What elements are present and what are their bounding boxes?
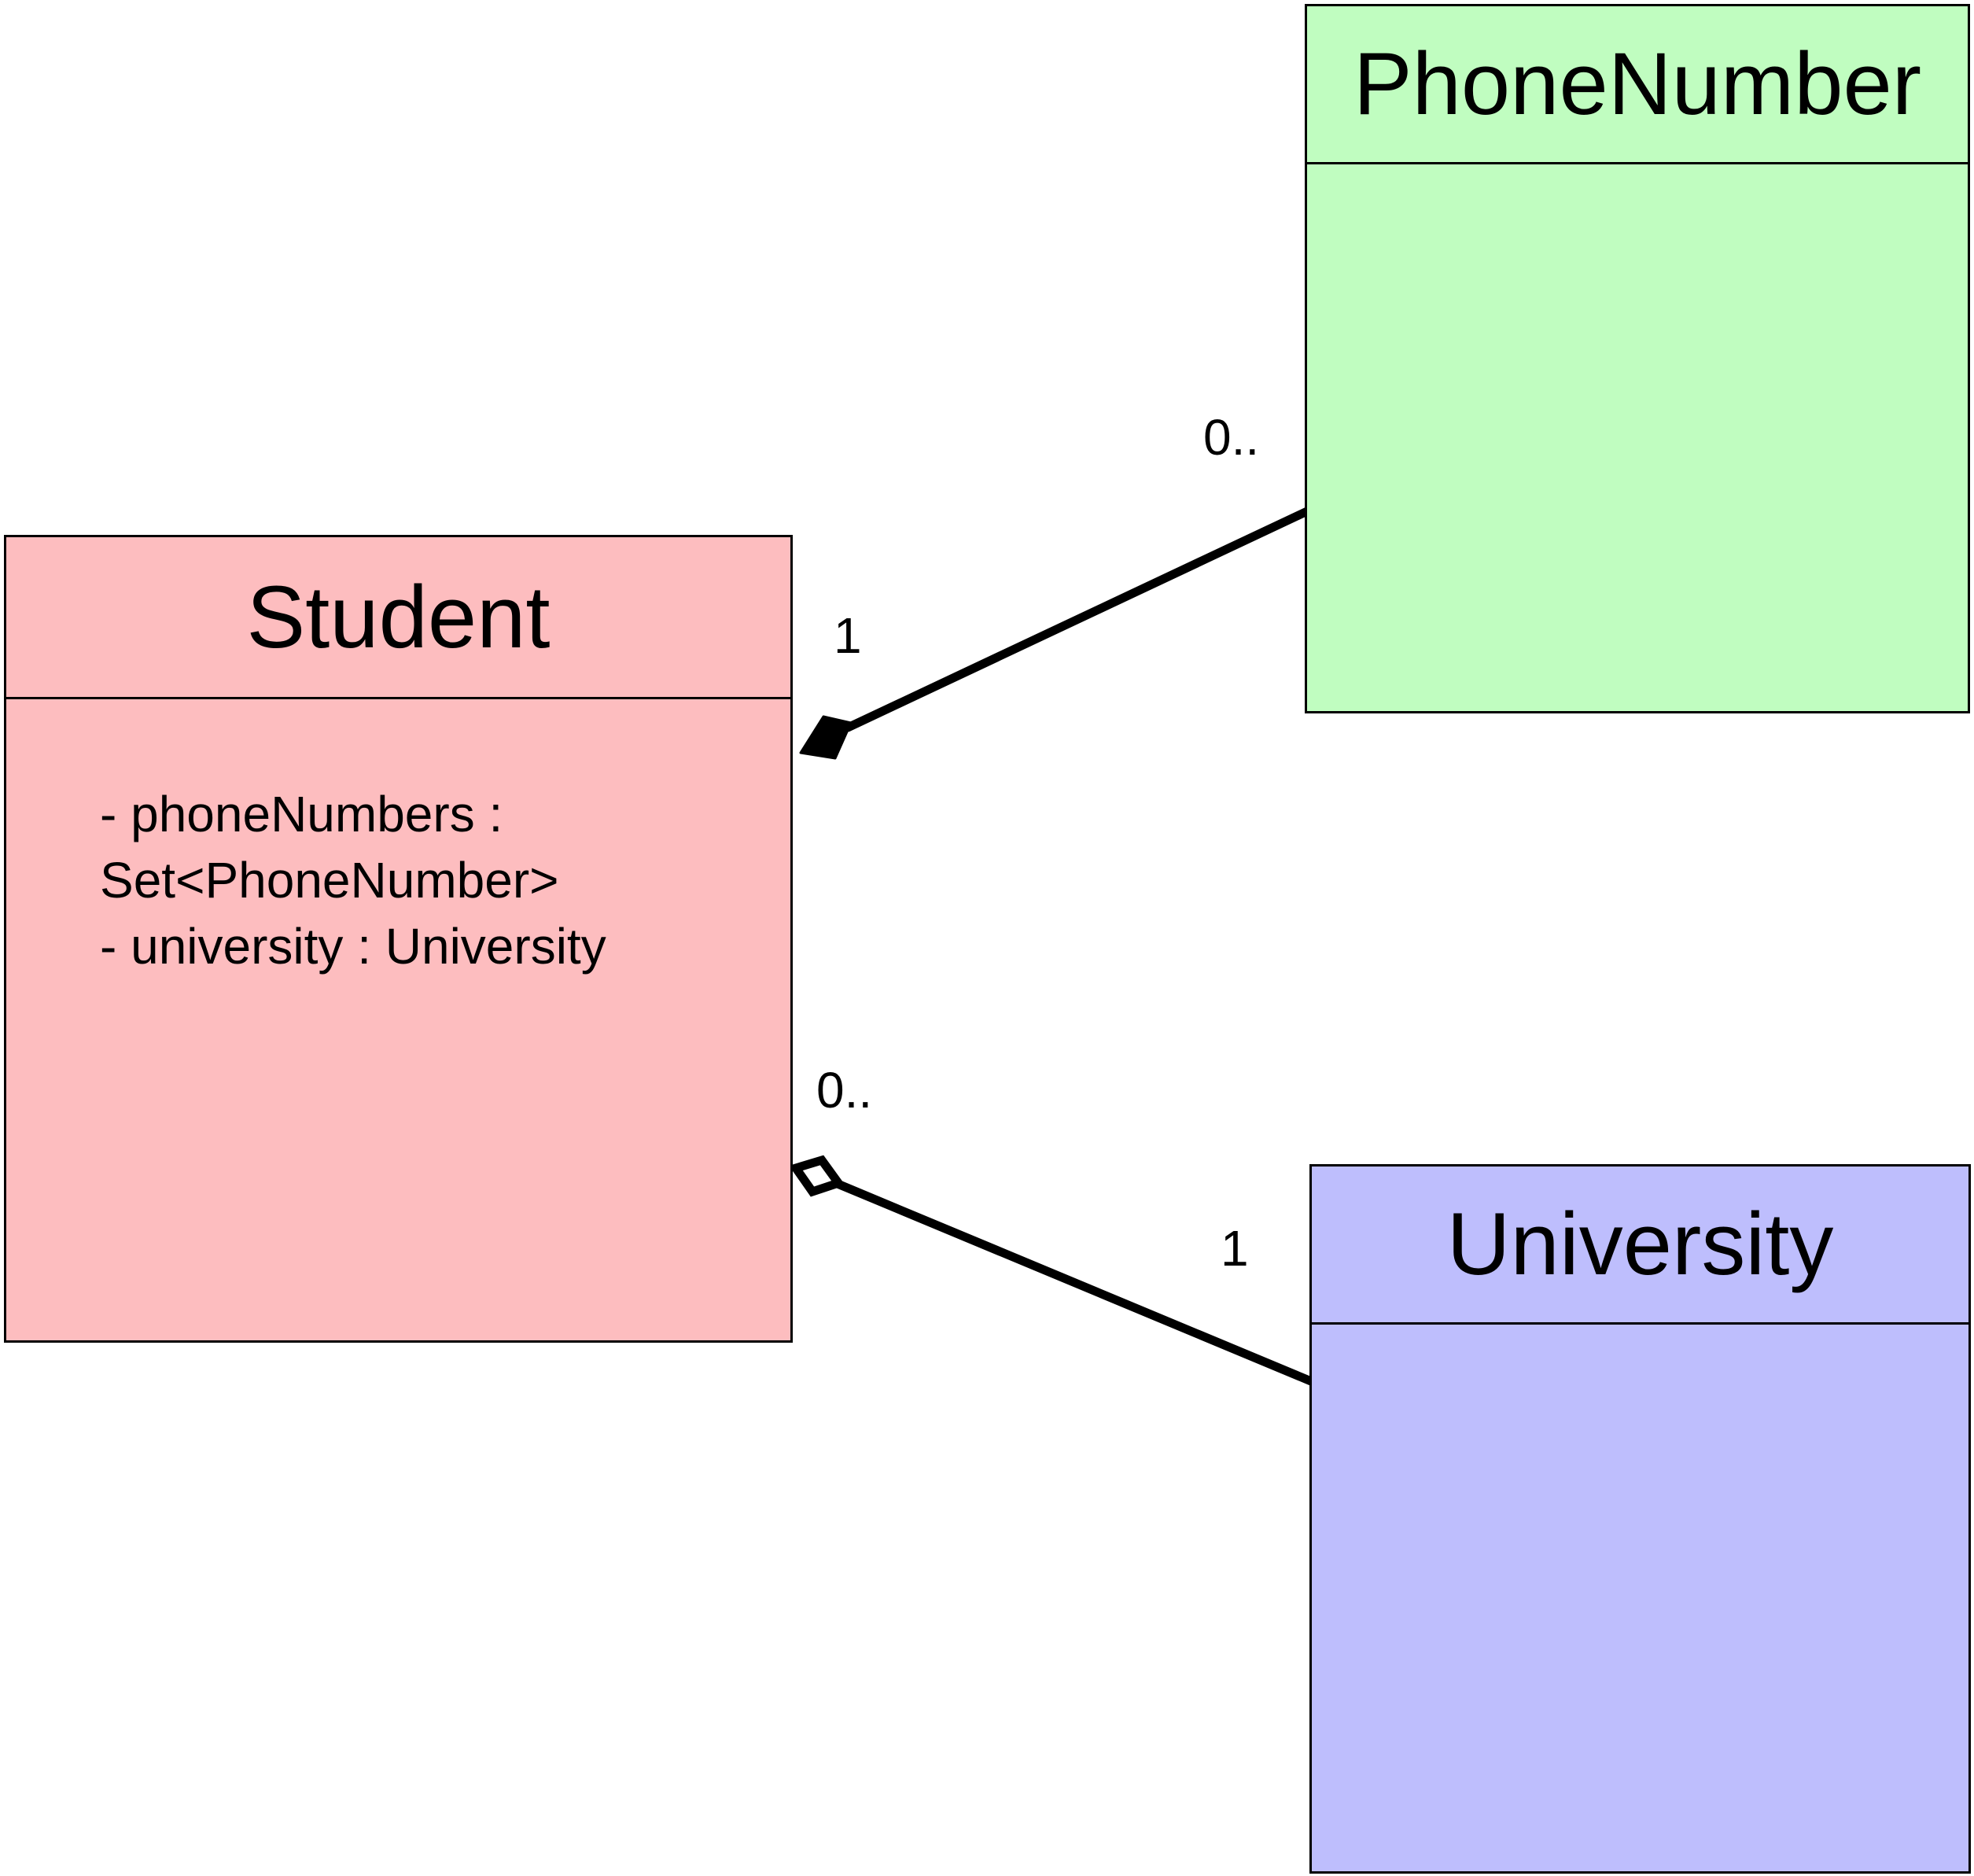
student-class-name: Student [6, 537, 790, 699]
composition-source-multiplicity: 1 [834, 607, 862, 664]
aggregation-line [833, 1179, 1316, 1386]
attribute-line: Set<PhoneNumber> [100, 852, 559, 909]
attribute-line: - university : University [100, 918, 606, 975]
aggregation-target-multiplicity: 1 [1221, 1220, 1249, 1277]
aggregation-diamond-icon [789, 1155, 845, 1197]
phonenumber-class-box[interactable]: PhoneNumber [1305, 4, 1970, 713]
phonenumber-class-name: PhoneNumber [1307, 6, 1968, 164]
university-class-box[interactable]: University [1309, 1164, 1971, 1874]
composition-diamond-icon [799, 715, 853, 760]
university-class-name: University [1312, 1167, 1968, 1325]
composition-line [843, 507, 1312, 732]
aggregation-source-multiplicity: 0.. [816, 1062, 873, 1119]
composition-target-multiplicity: 0.. [1203, 409, 1260, 466]
student-attributes: - phoneNumbers : Set<PhoneNumber> - univ… [6, 699, 790, 979]
attribute-line: - phoneNumbers : [100, 786, 503, 842]
student-class-box[interactable]: Student - phoneNumbers : Set<PhoneNumber… [4, 535, 793, 1343]
